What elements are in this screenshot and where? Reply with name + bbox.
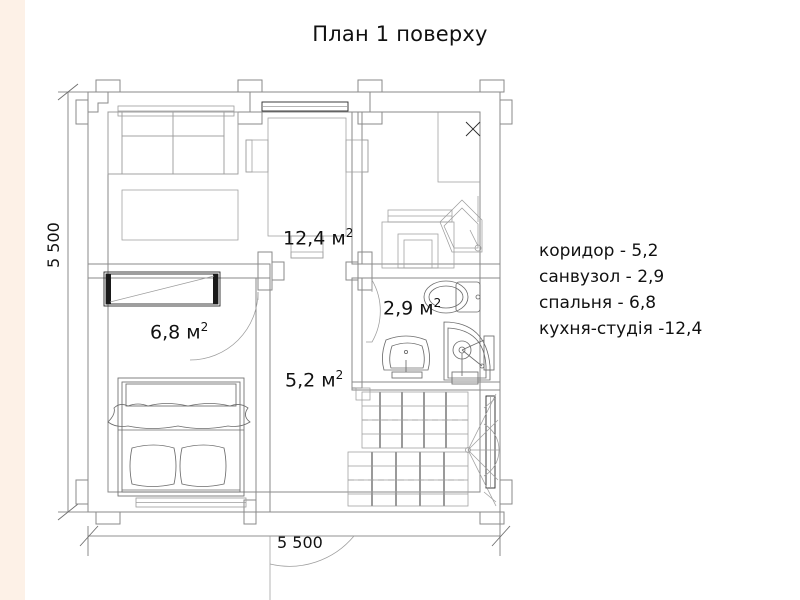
furniture-kitchen-studio (107, 111, 483, 269)
wardrobe (103, 271, 221, 307)
window-mark-x (465, 121, 481, 137)
area-value-bathroom: 2,9 м (383, 297, 434, 320)
washbasin (381, 335, 431, 379)
stair-winders (465, 393, 500, 507)
room-legend: коридор - 5,2 санвузол - 2,9 спальня - 6… (539, 238, 789, 342)
area-value-kitchen-studio: 12,4 м (283, 227, 346, 250)
area-label-corridor: 5,2 м2 (285, 368, 343, 391)
kitchen-counter (381, 209, 455, 269)
furniture-bedroom (103, 271, 251, 497)
area-value-corridor: 5,2 м (285, 369, 336, 392)
corner-sink (439, 196, 483, 253)
corner-log-joints (75, 79, 513, 525)
area-label-bedroom: 6,8 м2 (150, 320, 208, 343)
area-sup-bedroom: 2 (200, 320, 209, 334)
area-value-bedroom: 6,8 м (150, 321, 201, 344)
pillow-right (179, 444, 227, 487)
dimension-lines (57, 83, 511, 556)
area-sup-bathroom: 2 (433, 296, 442, 310)
dining-chair-right (345, 139, 369, 173)
doors (189, 279, 381, 600)
door-bedroom (189, 291, 259, 361)
legend-item-bedroom: спальня - 6,8 (539, 293, 657, 313)
pillow-left (129, 444, 177, 487)
staircase (347, 387, 500, 507)
double-bed (107, 377, 251, 497)
area-sup-corridor: 2 (335, 368, 344, 382)
legend-item-bathroom: санвузол - 2,9 (539, 267, 665, 287)
legend-item-kitchen-studio: кухня-студія -12,4 (539, 319, 703, 339)
dining-chair-bottom (290, 235, 324, 259)
area-sup-kitchen-studio: 2 (345, 226, 354, 240)
furniture-bathroom (381, 280, 495, 385)
legend-item-corridor: коридор - 5,2 (539, 241, 659, 261)
dimension-label-horizontal: 5 500 (277, 533, 323, 552)
dimension-label-vertical: 5 500 (44, 222, 63, 268)
entrance-door (269, 535, 355, 567)
shower-corner (443, 321, 495, 385)
page-edge-strip (0, 0, 25, 600)
oven (403, 239, 433, 269)
area-label-bathroom: 2,9 м2 (383, 296, 441, 319)
coffee-table (121, 189, 239, 241)
area-label-kitchen-studio: 12,4 м2 (283, 226, 353, 249)
dining-table (267, 117, 347, 237)
toilet (423, 280, 481, 314)
dining-chair-left (245, 139, 269, 173)
sofa (107, 111, 239, 175)
door-bathroom (366, 279, 381, 343)
page-title: План 1 поверху (312, 22, 488, 46)
